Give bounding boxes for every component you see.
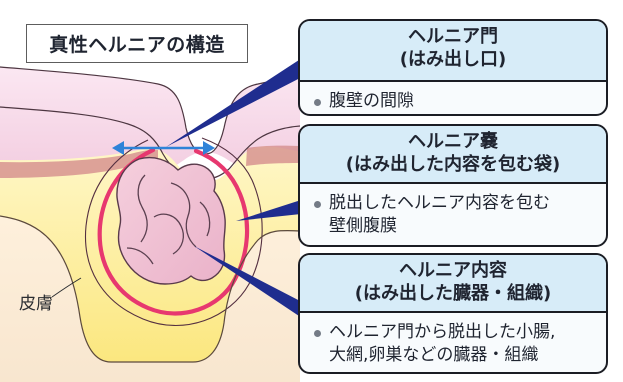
hernia-gate-card-body: 腹壁の間隙 bbox=[300, 82, 606, 113]
hernia-content-card-body: ヘルニア門から脱出した小腸, 大網,卵巣などの臓器・組織 bbox=[300, 313, 606, 367]
hernia-sac-card: ヘルニア嚢 (はみ出した内容を包む袋) 脱出したヘルニア内容を包む 壁側腹膜 bbox=[298, 124, 608, 247]
diagram-title: 真性ヘルニアの構造 bbox=[49, 30, 225, 57]
hernia-gate-subtitle: (はみ出し口) bbox=[310, 48, 596, 71]
hernia-gate-card-header: ヘルニア門 (はみ出し口) bbox=[300, 21, 606, 82]
hernia-content-card: ヘルニア内容 (はみ出した臓器・組織) ヘルニア門から脱出した小腸, 大網,卵巣… bbox=[298, 253, 608, 374]
bullet-icon bbox=[314, 99, 321, 106]
hernia-sac-card-body: 脱出したヘルニア内容を包む 壁側腹膜 bbox=[300, 184, 606, 238]
hernia-gate-card: ヘルニア門 (はみ出し口) 腹壁の間隙 bbox=[298, 19, 608, 116]
hernia-content-subtitle: (はみ出した臓器・組織) bbox=[310, 282, 596, 305]
hernia-gate-description: 腹壁の間隙 bbox=[329, 90, 414, 113]
hernia-content-description-line-1: ヘルニア門から脱出した小腸, bbox=[329, 321, 555, 344]
bullet-icon bbox=[314, 201, 321, 208]
hernia-sac-card-header: ヘルニア嚢 (はみ出した内容を包む袋) bbox=[300, 126, 606, 184]
hernia-content-title: ヘルニア内容 bbox=[310, 259, 596, 282]
hernia-content-card-header: ヘルニア内容 (はみ出した臓器・組織) bbox=[300, 255, 606, 313]
hernia-sac-description-line-1: 脱出したヘルニア内容を包む bbox=[329, 192, 550, 215]
muscle-band-right bbox=[246, 146, 300, 166]
hernia-sac-description-line-2: 壁側腹膜 bbox=[329, 215, 550, 238]
hernia-content-description-line-2: 大網,卵巣などの臓器・組織 bbox=[329, 344, 555, 367]
hernia-sac-subtitle: (はみ出した内容を包む袋) bbox=[310, 153, 596, 176]
bullet-icon bbox=[314, 330, 321, 337]
hernia-gate-description-line-1: 腹壁の間隙 bbox=[329, 90, 414, 113]
skin-label: 皮膚 bbox=[19, 289, 53, 314]
hernia-sac-description: 脱出したヘルニア内容を包む 壁側腹膜 bbox=[329, 192, 550, 238]
hernia-sac-title: ヘルニア嚢 bbox=[310, 130, 596, 153]
hernia-gate-title: ヘルニア門 bbox=[310, 25, 596, 48]
hernia-content-description: ヘルニア門から脱出した小腸, 大網,卵巣などの臓器・組織 bbox=[329, 321, 555, 367]
diagram-title-box: 真性ヘルニアの構造 bbox=[26, 24, 248, 63]
